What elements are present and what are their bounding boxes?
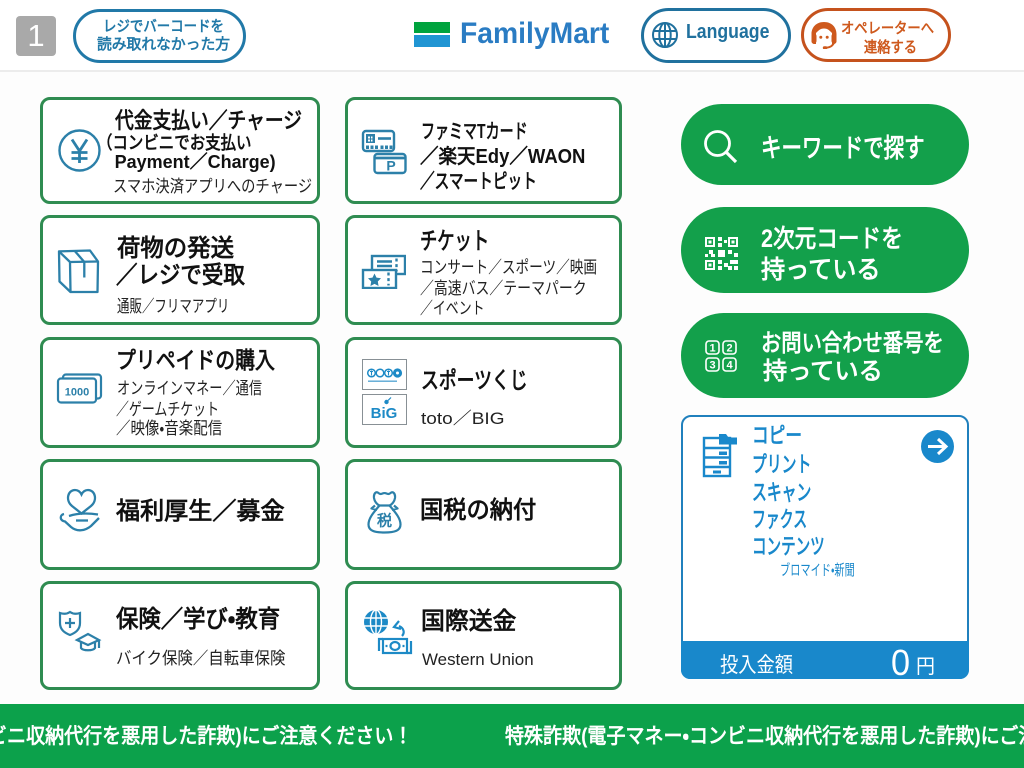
svg-text:3: 3 [709, 360, 715, 372]
svg-text:1000: 1000 [65, 387, 89, 399]
svg-text:1: 1 [709, 343, 715, 355]
svg-text:BiG: BiG [371, 405, 398, 422]
svg-text:4: 4 [726, 360, 733, 372]
svg-text:税: 税 [377, 512, 392, 530]
svg-text:2: 2 [726, 343, 732, 355]
svg-text:P: P [386, 158, 395, 174]
